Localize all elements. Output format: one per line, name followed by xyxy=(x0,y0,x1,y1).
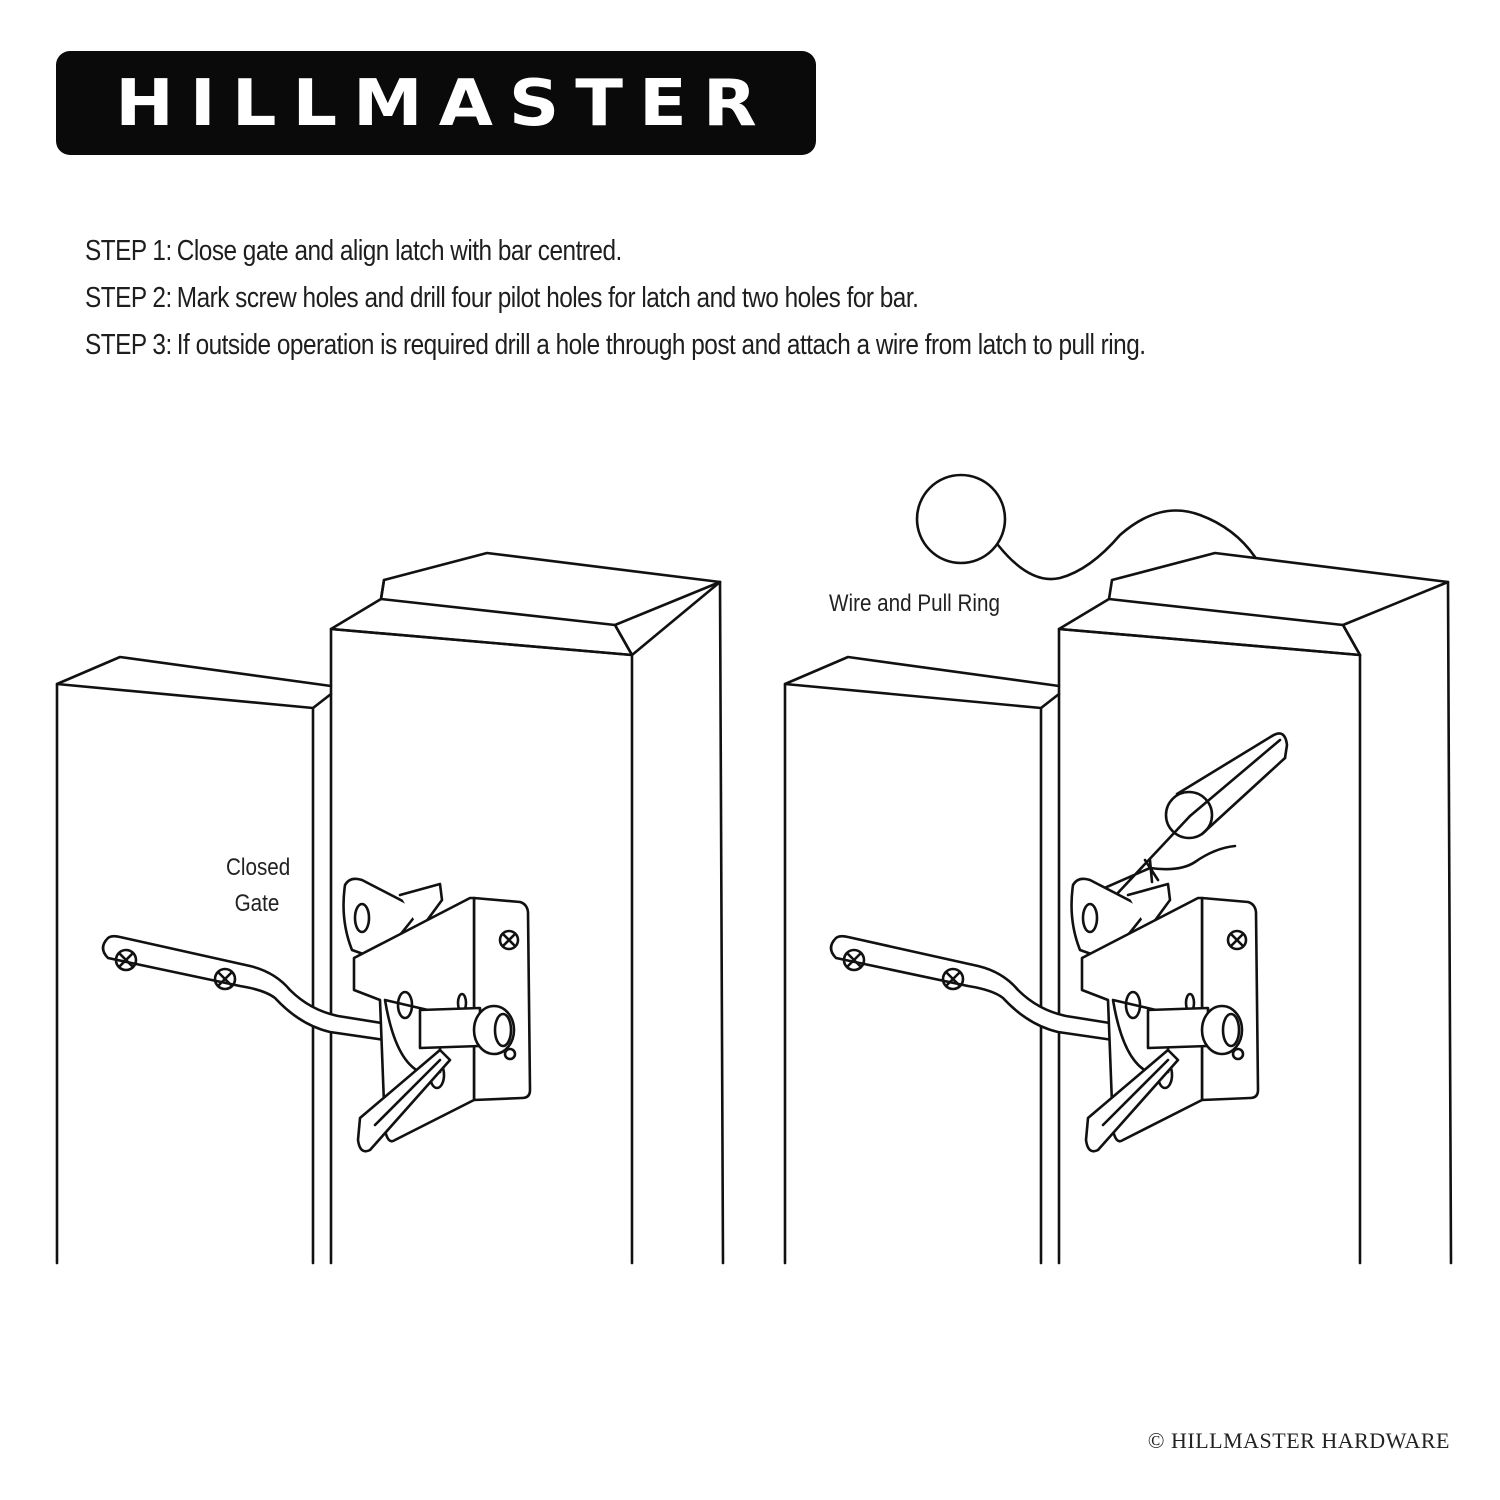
brand-logo: HILLMASTER xyxy=(56,51,816,155)
step-text: Close gate and align latch with bar cent… xyxy=(176,235,623,267)
step-label: STEP 1: xyxy=(85,235,172,267)
caption-line: Gate xyxy=(234,890,280,917)
right-gate-post xyxy=(783,655,1061,1265)
step-text: Mark screw holes and drill four pilot ho… xyxy=(176,282,919,314)
step-label: STEP 2: xyxy=(85,282,172,314)
left-latch-bar xyxy=(101,934,390,1042)
step-1: STEP 1:Close gate and align latch with b… xyxy=(85,228,1244,275)
caption-closed-gate: Closed Gate xyxy=(226,854,290,918)
right-latch-bar xyxy=(829,934,1118,1042)
step-2: STEP 2:Mark screw holes and drill four p… xyxy=(85,275,1244,322)
step-3: STEP 3:If outside operation is required … xyxy=(85,322,1244,369)
installation-steps: STEP 1:Close gate and align latch with b… xyxy=(85,228,1465,369)
left-fence-post xyxy=(329,551,725,1265)
caption-line: Closed xyxy=(226,854,291,881)
pull-ring xyxy=(915,473,1007,565)
left-gate-latch xyxy=(342,877,532,1153)
copyright-notice: © HILLMASTER HARDWARE xyxy=(1147,1428,1450,1453)
brand-logo-text: HILLMASTER xyxy=(115,65,773,141)
step-text: If outside operation is required drill a… xyxy=(176,329,1146,361)
caption-wire-and-pull-ring: Wire and Pull Ring xyxy=(829,590,1000,617)
left-gate-post xyxy=(55,655,333,1265)
latch-wire xyxy=(1098,814,1237,914)
step-label: STEP 3: xyxy=(85,329,172,361)
wire xyxy=(996,509,1257,581)
right-gate-latch xyxy=(1070,877,1260,1153)
right-fence-post xyxy=(1057,551,1453,1265)
drilled-hole xyxy=(1164,732,1289,840)
